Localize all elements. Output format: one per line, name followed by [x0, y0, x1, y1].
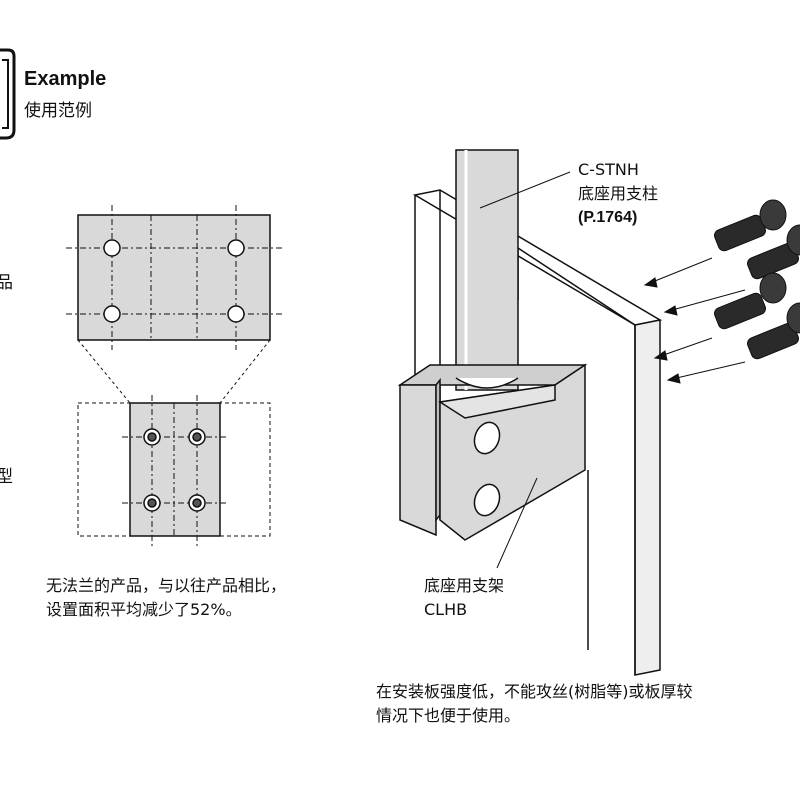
footprint-caption: 无法兰的产品，与以往产品相比， 设置面积平均减少了52%。: [46, 574, 286, 622]
bracket-code-label: CLHB: [424, 600, 468, 619]
cut-off-text-2: 型: [0, 467, 13, 487]
screw-2: [747, 224, 800, 280]
footprint-caption-line1: 无法兰的产品，与以往产品相比，: [46, 576, 287, 595]
screw-set: [714, 199, 800, 360]
bracket-marker-icon: [0, 48, 16, 140]
bracket-leader-line: [496, 477, 538, 569]
post-code-label: C-STNH: [578, 160, 639, 179]
mounting-holes-flangeless: [143, 428, 206, 512]
support-post: [455, 149, 519, 391]
flangeless-footprint: [129, 402, 221, 537]
screw-4: [747, 302, 800, 360]
bracket-block: [397, 363, 588, 541]
cut-off-text-1: 品: [0, 273, 13, 293]
bracket-callout: 底座用支架 CLHB: [424, 574, 504, 622]
screw-3: [714, 272, 787, 330]
post-leader-line: [479, 171, 571, 209]
section-title-en: Example: [24, 68, 107, 90]
usage-caption: 在安装板强度低，不能攻丝(树脂等)或板厚较 情况下也便于使用。: [376, 680, 693, 728]
bracket-name-label: 底座用支架: [424, 576, 505, 595]
screw-1: [714, 199, 787, 252]
section-title-zh: 使用范例: [24, 101, 92, 121]
post-name-label: 底座用支柱: [578, 184, 659, 203]
footprint-caption-line2: 设置面积平均减少了52%。: [46, 600, 242, 619]
usage-caption-line1: 在安装板强度低，不能攻丝(树脂等)或板厚较: [376, 682, 693, 701]
mounting-holes-flanged: [103, 239, 245, 323]
usage-caption-line2: 情况下也便于使用。: [376, 706, 521, 725]
post-page-ref: (P.1764): [578, 209, 638, 226]
post-callout: C-STNH 底座用支柱 (P.1764): [578, 158, 658, 230]
insertion-arrows: [643, 257, 746, 384]
